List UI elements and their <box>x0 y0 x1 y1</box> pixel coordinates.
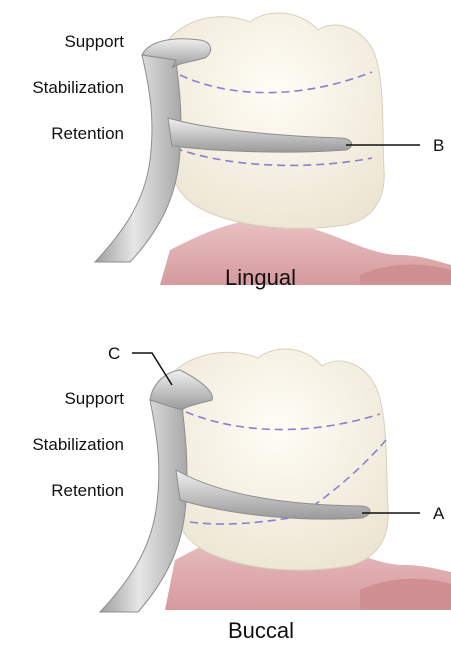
buccal-label-stabilization: Stabilization <box>32 436 124 453</box>
lingual-label-retention: Retention <box>51 125 124 142</box>
callout-c: C <box>108 345 120 362</box>
buccal-view-title: Buccal <box>228 620 294 642</box>
buccal-label-support: Support <box>64 390 124 407</box>
lingual-view-title: Lingual <box>225 267 296 289</box>
buccal-label-retention: Retention <box>51 482 124 499</box>
callout-a: A <box>433 505 444 522</box>
callout-b: B <box>433 137 444 154</box>
lingual-label-support: Support <box>64 33 124 50</box>
buccal-panel <box>100 349 451 612</box>
lingual-label-stabilization: Stabilization <box>32 79 124 96</box>
lingual-panel <box>95 13 451 285</box>
